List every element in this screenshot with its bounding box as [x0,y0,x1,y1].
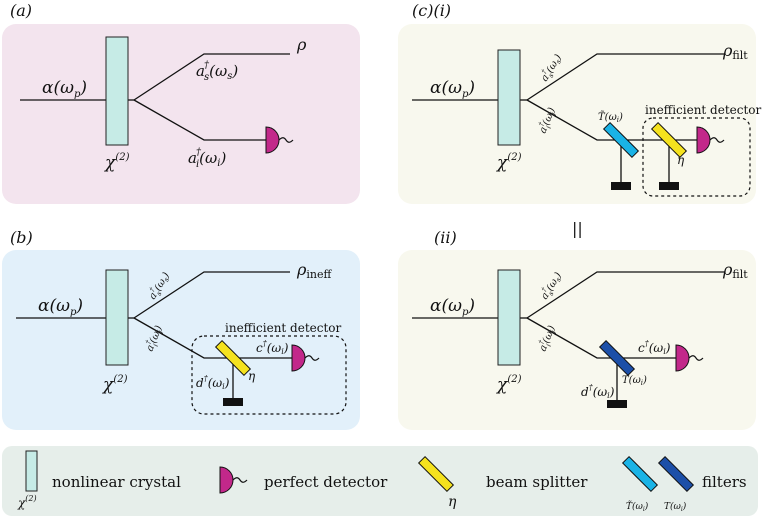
pump-label: α(ωp) [38,296,83,318]
output-state-label: ρfilt [722,41,748,62]
detector-wire [709,137,725,143]
perfect-detector [675,344,690,372]
efficiency-label: η [677,153,685,167]
legend-bs-label: beam splitter [486,473,588,491]
legend-bs-symbol: η [448,494,457,510]
reflected-mode-label: d†(ωi) [581,383,615,400]
detector-wire [688,355,704,361]
panel-a: α(ωp) χ(2) a†s(ωs) a†i(ωi) ρ [20,35,307,173]
idler-beam [133,317,292,359]
panel-c: α(ωp) χ(2) a†s(ωs) a†i(ωj) ρfilt T̃(ωi) … [412,41,762,197]
transmitted-mode-label: c†(ωi) [256,339,289,356]
beam-dump [659,182,679,190]
equals-sign: || [572,219,583,238]
detector-wire [232,477,248,483]
panel-ii: α(ωp) χ(2) a†s(ωs) a†i(ωj) ρfilt c†(ωi) … [412,260,748,408]
idler-beam [526,317,676,359]
beam-dump [611,182,631,190]
beam-splitter [650,121,688,159]
pump-label: α(ωp) [430,296,475,318]
panel-c-background [398,24,756,204]
legend: χ(2) nonlinear crystal perfect detector … [17,450,747,513]
legend-filter-label-plain: T(ωi) [664,501,687,513]
crystal-label: χ(2) [104,152,130,173]
box-label: inefficient detector [225,321,342,335]
pump-label: α(ωp) [430,78,475,100]
panel-a-tag: (a) [10,1,32,20]
transmitted-mode-label: c†(ωi) [638,339,671,356]
idler-mode-label: a†i(ωj) [142,323,167,354]
pump-label: α(ωp) [42,78,87,100]
panel-b-tag: (b) [10,228,33,247]
nonlinear-crystal [497,269,521,366]
signal-mode-label: a†s(ωs) [537,269,566,303]
filter-label: T(ωi) [622,375,647,387]
legend-crystal-symbol: χ(2) [17,494,37,510]
panel-c-tag: (c)(i) [412,1,451,20]
beam-splitter [214,339,252,377]
idler-mode-label: a†i(ωj) [535,323,560,354]
inefficient-detector-box [191,335,347,415]
nonlinear-crystal [105,36,129,146]
detector-wire [278,137,294,143]
legend-beam-splitter-icon [417,455,455,493]
nonlinear-crystal [105,269,129,366]
crystal-label: χ(2) [496,152,522,173]
output-state-label: ρineff [296,260,333,281]
signal-beam [526,53,725,101]
perfect-detector [696,126,711,154]
panel-ii-background [398,250,756,430]
inefficient-detector-box [642,117,751,197]
detector-wire [304,355,320,361]
signal-mode-label: a†s(ωs) [145,269,174,303]
legend-filters-label: filters [702,473,747,491]
crystal-label: χ(2) [496,374,522,395]
panel-ii-tag: (ii) [434,228,457,247]
idler-mode-label: a†i(ωj) [535,105,560,136]
spectral-filter [598,339,636,377]
legend-detector-icon [219,466,234,494]
legend-crystal-label: nonlinear crystal [52,473,181,491]
signal-mode-label: a†s(ωs) [196,60,238,83]
legend-filter-tilde-icon [621,455,659,493]
output-state-label: ρ [296,35,307,54]
perfect-detector [291,344,306,372]
signal-mode-label: a†s(ωs) [537,51,566,85]
signal-beam [526,271,725,319]
crystal-label: χ(2) [102,374,128,395]
efficiency-label: η [248,369,256,383]
panel-a-background [2,24,360,204]
spectral-filter-tilde [602,121,640,159]
panel-b: α(ωp) χ(2) a†s(ωs) a†i(ωj) ρineff ineffi… [16,260,347,415]
legend-crystal-icon [25,450,38,492]
legend-filter-icon [657,455,695,493]
perfect-detector [265,126,280,154]
signal-beam [133,53,290,101]
beam-dump [223,398,243,406]
signal-beam [133,271,290,319]
nonlinear-crystal [497,49,521,146]
output-state-label: ρfilt [722,260,748,281]
panel-b-background [2,250,360,430]
beam-dump [607,400,627,408]
legend-background [2,446,758,516]
filter-label: T̃(ωi) [598,111,623,124]
box-label: inefficient detector [645,103,762,117]
reflected-mode-label: d†(ωi) [196,374,230,391]
idler-mode-label: a†i(ωi) [188,147,226,170]
legend-detector-label: perfect detector [264,473,388,491]
legend-filter-tilde-label: T̃(ωi) [626,500,649,513]
idler-beam [133,99,266,141]
